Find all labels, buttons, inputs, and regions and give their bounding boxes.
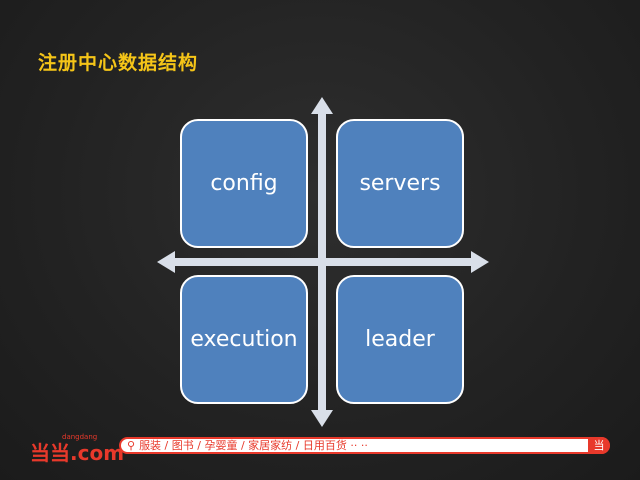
execution-box: execution [180,275,308,404]
search-bar[interactable]: ⚲ 服装 / 图书 / 孕婴童 / 家居家纺 / 日用百货 ·· ·· 当 [119,437,610,454]
dangdang-logo: 当当.com [30,441,125,465]
leader-box: leader [336,275,464,404]
search-text: 服装 / 图书 / 孕婴童 / 家居家纺 / 日用百货 ·· ·· [139,439,368,452]
arrow-right-icon [471,251,489,273]
arrow-up-icon [311,97,333,114]
search-button[interactable]: 当 [588,437,610,454]
arrow-left-icon [157,251,175,273]
config-box: config [180,119,308,248]
servers-box: servers [336,119,464,248]
arrow-down-icon [311,410,333,427]
search-icon: ⚲ [127,439,136,452]
horizontal-arrow-shaft [172,258,474,266]
slide-title: 注册中心数据结构 [38,52,199,74]
dangdang-logo-sub: dangdang [62,433,98,441]
